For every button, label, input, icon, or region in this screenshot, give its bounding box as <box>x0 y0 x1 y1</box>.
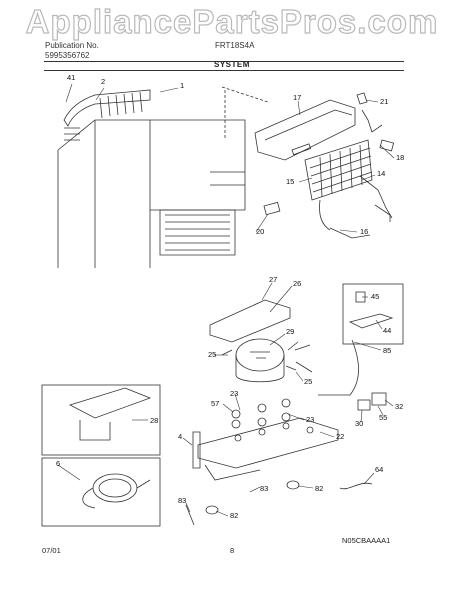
callout-18: 18 <box>396 153 404 162</box>
callout-44: 44 <box>383 326 391 335</box>
callout-32: 32 <box>395 402 403 411</box>
watermark-text: AppliancePartsPros.com <box>26 3 439 40</box>
callout-57: 57 <box>211 399 219 408</box>
inset-box-drain-pan <box>41 384 161 456</box>
publication-label: Publication No. <box>45 41 99 50</box>
watermark-logo: AppliancePartsPros.com <box>25 2 439 40</box>
evaporator-coil <box>304 139 373 201</box>
callout-27: 27 <box>269 275 277 284</box>
footer-date: 07/01 <box>42 546 61 555</box>
callout-22: 22 <box>336 432 344 441</box>
callout-25-left: 25 <box>208 350 216 359</box>
callout-82-left: 82 <box>230 511 238 520</box>
callout-4: 4 <box>178 432 182 441</box>
evaporator-cover <box>254 99 356 161</box>
publication-number: 5995356762 <box>45 51 90 60</box>
cabinet-outline <box>57 119 246 268</box>
callout-labels: 41 2 1 17 21 18 15 14 20 16 27 26 45 44 … <box>56 73 404 520</box>
callout-83-right: 83 <box>260 484 268 493</box>
callout-1: 1 <box>180 81 184 90</box>
compressor-base-plate <box>197 417 339 481</box>
callout-6: 6 <box>56 459 60 468</box>
callout-85: 85 <box>383 346 391 355</box>
callout-17: 17 <box>293 93 301 102</box>
callout-21: 21 <box>380 97 388 106</box>
compressor-assembly <box>209 299 313 383</box>
callout-23-right: 23 <box>306 415 314 424</box>
callout-2: 2 <box>101 77 105 86</box>
header-rule-bottom <box>44 70 404 71</box>
callout-26: 26 <box>293 279 301 288</box>
callout-25-right: 25 <box>304 377 312 386</box>
model-number: FRT18S4A <box>215 41 255 50</box>
header-rule-top <box>44 61 404 62</box>
callout-41: 41 <box>67 73 75 82</box>
page-number: 8 <box>230 546 235 555</box>
callout-82-right: 82 <box>315 484 323 493</box>
callout-83-left: 83 <box>178 496 186 505</box>
callout-55: 55 <box>379 413 387 422</box>
inset-box-power-cord <box>41 457 161 527</box>
inset-box-clip <box>342 283 404 345</box>
callout-14: 14 <box>377 169 385 178</box>
callout-23-left: 23 <box>230 389 238 398</box>
callout-64: 64 <box>375 465 383 474</box>
callout-28: 28 <box>150 416 158 425</box>
callout-15: 15 <box>286 177 294 186</box>
section-title: SYSTEM <box>214 60 250 69</box>
callout-30: 30 <box>355 419 363 428</box>
callout-16: 16 <box>360 227 368 236</box>
condenser-coil <box>63 89 151 141</box>
callout-45: 45 <box>371 292 379 301</box>
diagram-code: N05CBAAAA1 <box>342 536 391 545</box>
callout-20: 20 <box>256 227 264 236</box>
callout-29: 29 <box>286 327 294 336</box>
